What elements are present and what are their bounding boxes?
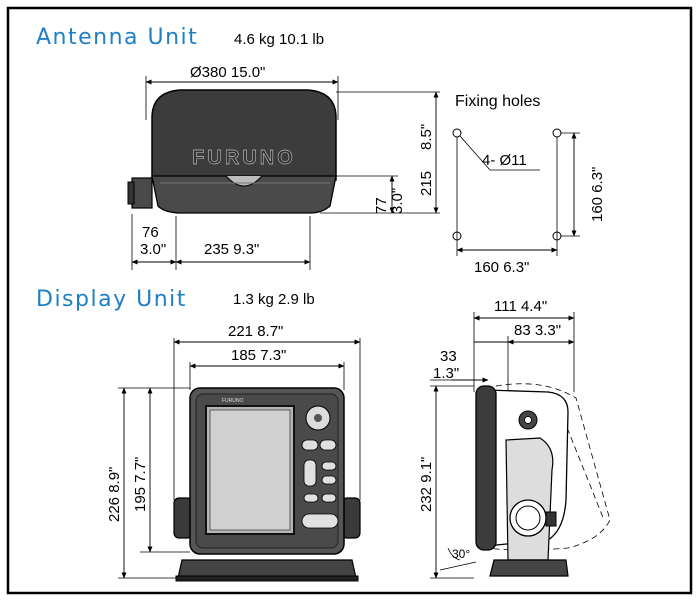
antenna-title: Antenna Unit [36,25,198,50]
dim-height-in: 8.5" [418,124,435,150]
page-border [6,6,693,595]
display-dim-width: 221 8.7" [228,323,283,340]
fixing-dim-h: 160 6.3" [474,259,529,276]
fixing-holes-label: 4- Ø11 [482,152,527,169]
display-front-view: FURUNO [173,387,361,582]
side-angle-label: 30° [452,547,470,561]
dim-offset-in: 3.0" [140,241,166,258]
display-weight: 1.3 kg 2.9 lb [233,291,315,308]
antenna-weight: 4.6 kg 10.1 lb [234,31,324,48]
fixing-holes-diagram [452,128,580,256]
dim-offset-mm: 76 [142,224,159,241]
fixing-dim-v: 160 6.3" [589,167,606,222]
side-dim-front-in: 1.3" [433,365,459,382]
display-side-view [439,383,611,577]
dim-diameter-label: Ø380 15.0" [190,64,265,81]
fixing-title: Fixing holes [455,93,540,110]
display-dim-height: 226 8.9" [106,467,123,522]
side-dim-depth2: 83 3.3" [514,322,561,339]
dim-base-in: 3.0" [389,188,406,214]
side-dim-front-mm: 33 [440,348,457,365]
antenna-radome: FURUNO [127,89,337,214]
dim-base-mm: 77 [373,197,390,214]
dim-height-mm: 215 [418,171,435,196]
side-dim-depth: 111 4.4" [494,298,547,315]
radome-brand: FURUNO [192,147,296,169]
side-dim-height: 232 9.1" [418,457,435,512]
display-title: Display Unit [36,287,187,312]
display-dim-inner-width: 185 7.3" [231,347,286,364]
dim-length-label: 235 9.3" [204,241,259,258]
display-brand: FURUNO [222,398,243,404]
display-dim-inner-height: 195 7.7" [132,457,149,512]
